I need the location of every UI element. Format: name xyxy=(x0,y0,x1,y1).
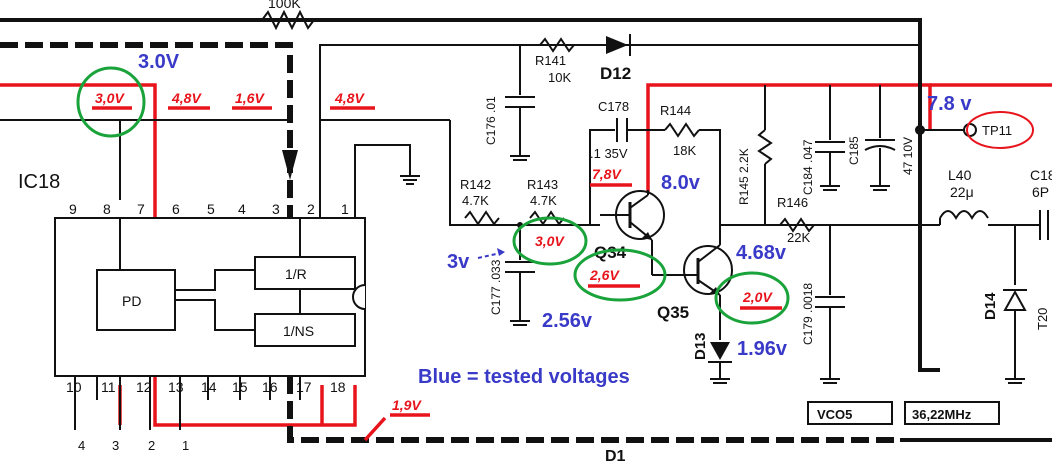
r141-label: R141 xyxy=(535,53,566,68)
pin-16: 16 xyxy=(262,379,278,395)
p-label-1: 1 xyxy=(182,438,189,453)
pin-13: 13 xyxy=(168,379,184,395)
q34-base-red-voltage: 3,0V xyxy=(535,233,565,249)
pin-2: 2 xyxy=(307,201,315,217)
pin2-red-voltage: 4,8V xyxy=(334,90,365,106)
legend-text: Blue = tested voltages xyxy=(418,366,630,388)
r142-value: 4.7K xyxy=(462,193,489,208)
pin-1: 1 xyxy=(341,201,349,217)
c176-label: C176 .01 xyxy=(484,96,498,145)
t20-label: T20 xyxy=(1035,308,1050,330)
p-pin-labels: 4 3 2 1 xyxy=(78,438,189,453)
l40-value: 22μ xyxy=(950,184,974,200)
bottom-red-voltage: 1,9V xyxy=(392,397,422,413)
divider-r-label: 1/R xyxy=(285,266,307,282)
p-label-2: 2 xyxy=(148,438,155,453)
tested-pin8: 3.0V xyxy=(138,51,180,73)
divider-ns-label: 1/NS xyxy=(283,323,314,339)
tested-tp: 7.8 v xyxy=(927,93,972,115)
tested-q34-col: 8.0v xyxy=(661,172,701,194)
tp-label: TP11 xyxy=(982,123,1012,138)
pin8-red-voltage: 3,0V xyxy=(95,90,125,106)
pin-18: 18 xyxy=(330,379,346,395)
pin-8: 8 xyxy=(103,201,111,217)
pin-12: 12 xyxy=(136,379,152,395)
pin-10: 10 xyxy=(66,379,82,395)
r143-value: 4.7K xyxy=(530,193,557,208)
d14-label: D14 xyxy=(982,292,999,320)
red-supply-traces xyxy=(0,83,1052,427)
pin-11: 11 xyxy=(101,379,116,395)
r141-d12-c176 xyxy=(505,34,631,161)
q34-transistor xyxy=(600,190,665,275)
c184-label: C184 .047 xyxy=(801,139,815,195)
c178-value: .1 35V xyxy=(590,146,628,161)
r142-label: R142 xyxy=(460,177,491,192)
green-highlights xyxy=(76,66,790,325)
q35-emit-red-voltage: 2,0V xyxy=(742,289,773,305)
r144-label: R144 xyxy=(660,103,691,118)
p-label-4: 4 xyxy=(78,438,85,453)
ic-top-pin-numbers: 9 8 7 6 5 4 3 2 1 xyxy=(69,201,349,217)
tested-q34-base: 3v xyxy=(447,251,470,273)
tested-d13: 1.96v xyxy=(737,338,788,360)
q35-transistor xyxy=(652,225,733,384)
pin3-red-voltage: 1,6V xyxy=(235,90,265,106)
pin-17: 17 xyxy=(296,379,312,395)
r145-label: R145 2.2K xyxy=(737,148,751,205)
r-top-label: 100K xyxy=(268,0,301,11)
red-voltage-labels: 3,0V 4,8V 1,6V 4,8V 3,0V 7,8V 2,6V 2,0V … xyxy=(92,90,782,442)
r142-r143-c177 xyxy=(464,210,565,326)
pin-9: 9 xyxy=(69,201,77,217)
r144-value: 18K xyxy=(673,143,696,158)
ic-bottom-pin-numbers: 10 11 12 13 14 15 16 17 18 xyxy=(66,379,346,395)
r141-value: 10K xyxy=(548,70,571,85)
l40-label: L40 xyxy=(948,167,972,183)
tested-c177: 2.56v xyxy=(542,310,593,332)
d13-label: D13 xyxy=(692,332,709,360)
d1-label: D1 xyxy=(605,448,626,461)
signal-arrow xyxy=(282,150,298,180)
q34-label: Q34 xyxy=(594,243,627,262)
q34-col-red-voltage: 7,8V xyxy=(592,166,622,182)
r146-label: R146 xyxy=(777,195,808,210)
c185-label: C185 xyxy=(847,136,861,165)
pin-14: 14 xyxy=(201,379,217,395)
freq-box-label: 36,22MHz xyxy=(912,407,972,422)
pin-4: 4 xyxy=(238,201,246,217)
c179-label: C179 .0018 xyxy=(801,283,815,345)
c18x-value: 6P xyxy=(1032,184,1049,200)
d12-label: D12 xyxy=(600,64,631,83)
ic-name-label: IC18 xyxy=(18,171,60,193)
c178-r144 xyxy=(589,118,721,225)
q35-label: Q35 xyxy=(657,303,689,322)
pin-6: 6 xyxy=(172,201,180,217)
pin-5: 5 xyxy=(207,201,215,217)
p-label-3: 3 xyxy=(112,438,119,453)
pin-7: 7 xyxy=(137,201,145,217)
pin-3: 3 xyxy=(272,201,280,217)
r146-value: 22K xyxy=(787,230,810,245)
c18x-label: C18 xyxy=(1030,167,1052,183)
pin7-red-voltage: 4,8V xyxy=(171,90,202,106)
blue-tested-labels: 3.0V 3v 2.56v 8.0v 4.68v 1.96v 7.8 v Blu… xyxy=(138,51,972,388)
vco-box-label: VCO5 xyxy=(817,407,852,422)
ic-pin-leads xyxy=(74,376,1052,443)
pin-15: 15 xyxy=(232,379,248,395)
r143-label: R143 xyxy=(527,177,558,192)
tp-l40-d14 xyxy=(915,111,1049,384)
r145-c184-c185-c179 xyxy=(720,85,940,384)
ic18 xyxy=(54,144,420,377)
tested-q35-col: 4.68v xyxy=(736,242,787,264)
c177-label: C177 .033 xyxy=(489,259,503,315)
q35-base-red-voltage: 2,6V xyxy=(589,267,620,283)
label-boxes xyxy=(807,401,1000,425)
c178-label: C178 xyxy=(598,99,629,114)
c185-value: 47 10V xyxy=(901,137,915,175)
pd-block-label: PD xyxy=(122,293,141,309)
